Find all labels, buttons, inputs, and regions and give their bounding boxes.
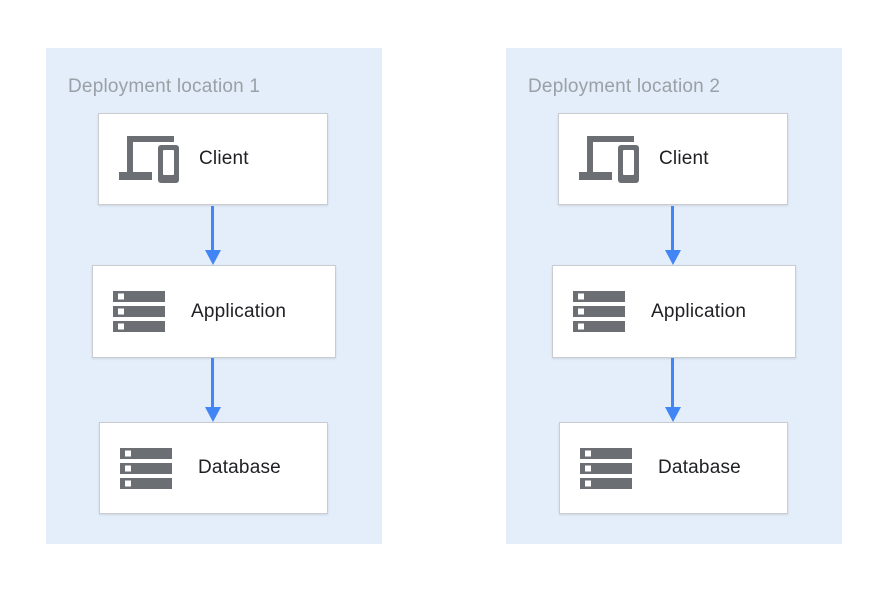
storage-icon (580, 447, 632, 489)
client-node: Client (98, 113, 328, 205)
storage-icon (573, 291, 625, 332)
arrow-client-to-application (664, 206, 681, 265)
arrow-application-to-database (204, 358, 221, 422)
database-node: Database (99, 422, 328, 514)
application-node: Application (92, 265, 336, 358)
node-label: Application (191, 300, 287, 322)
deployment-location-1-panel: Deployment location 1 Client (46, 48, 382, 544)
devices-icon (579, 135, 639, 183)
node-label: Client (199, 148, 249, 169)
arrow-client-to-application (204, 206, 221, 265)
node-label: Database (198, 457, 281, 478)
storage-icon (113, 291, 165, 332)
database-node: Database (559, 422, 788, 514)
panel-title: Deployment location 1 (68, 76, 261, 97)
storage-icon (120, 447, 172, 489)
node-label: Database (658, 457, 741, 478)
node-label: Application (651, 300, 747, 322)
devices-icon (119, 135, 179, 183)
node-label: Client (659, 148, 709, 169)
application-node: Application (552, 265, 796, 358)
client-node: Client (558, 113, 788, 205)
deployment-location-2-panel: Deployment location 2 Client (506, 48, 842, 544)
panel-title: Deployment location 2 (528, 76, 721, 97)
arrow-application-to-database (664, 358, 681, 422)
